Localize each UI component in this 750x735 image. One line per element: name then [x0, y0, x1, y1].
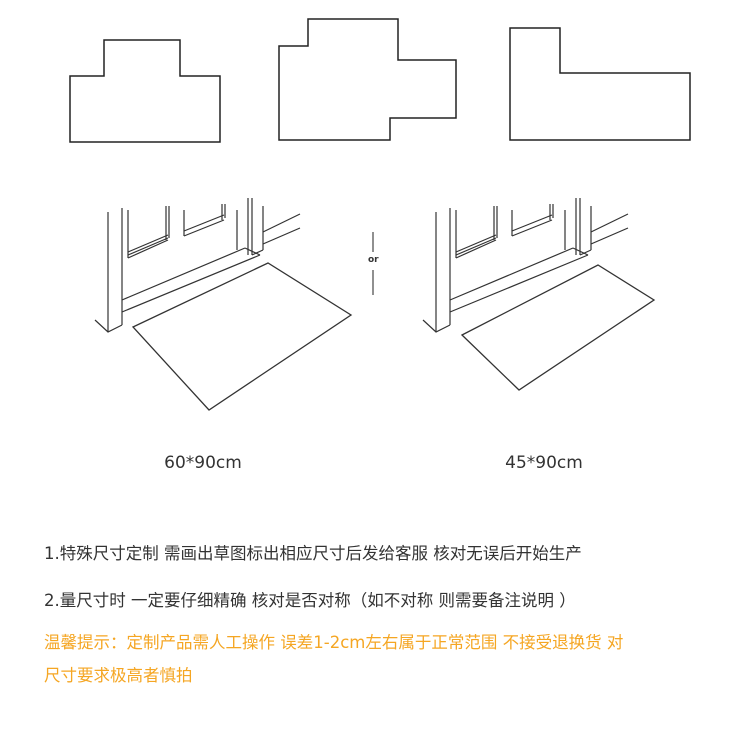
door-illustration-left [94, 198, 301, 333]
t-shape-outline [69, 39, 221, 143]
or-label: or [368, 255, 379, 265]
mat-45x90 [460, 264, 656, 391]
warning-line-1: 温馨提示：定制产品需人工操作 误差1-2cm左右属于正常范围 不接受退换货 对 [44, 633, 624, 652]
l-shape-outline [509, 27, 691, 141]
size-label-45x90: 45*90cm [505, 453, 583, 473]
mat-60x90 [131, 262, 353, 411]
irregular-shape-outline [278, 18, 457, 141]
note-line-2: 2.量尺寸时 一定要仔细精确 核对是否对称（如不对称 则需要备注说明 ） [44, 591, 576, 610]
warning-line-2: 尺寸要求极高者慎拍 [44, 666, 193, 685]
note-line-1: 1.特殊尺寸定制 需画出草图标出相应尺寸后发给客服 核对无误后开始生产 [44, 544, 582, 563]
size-label-60x90: 60*90cm [164, 453, 242, 473]
